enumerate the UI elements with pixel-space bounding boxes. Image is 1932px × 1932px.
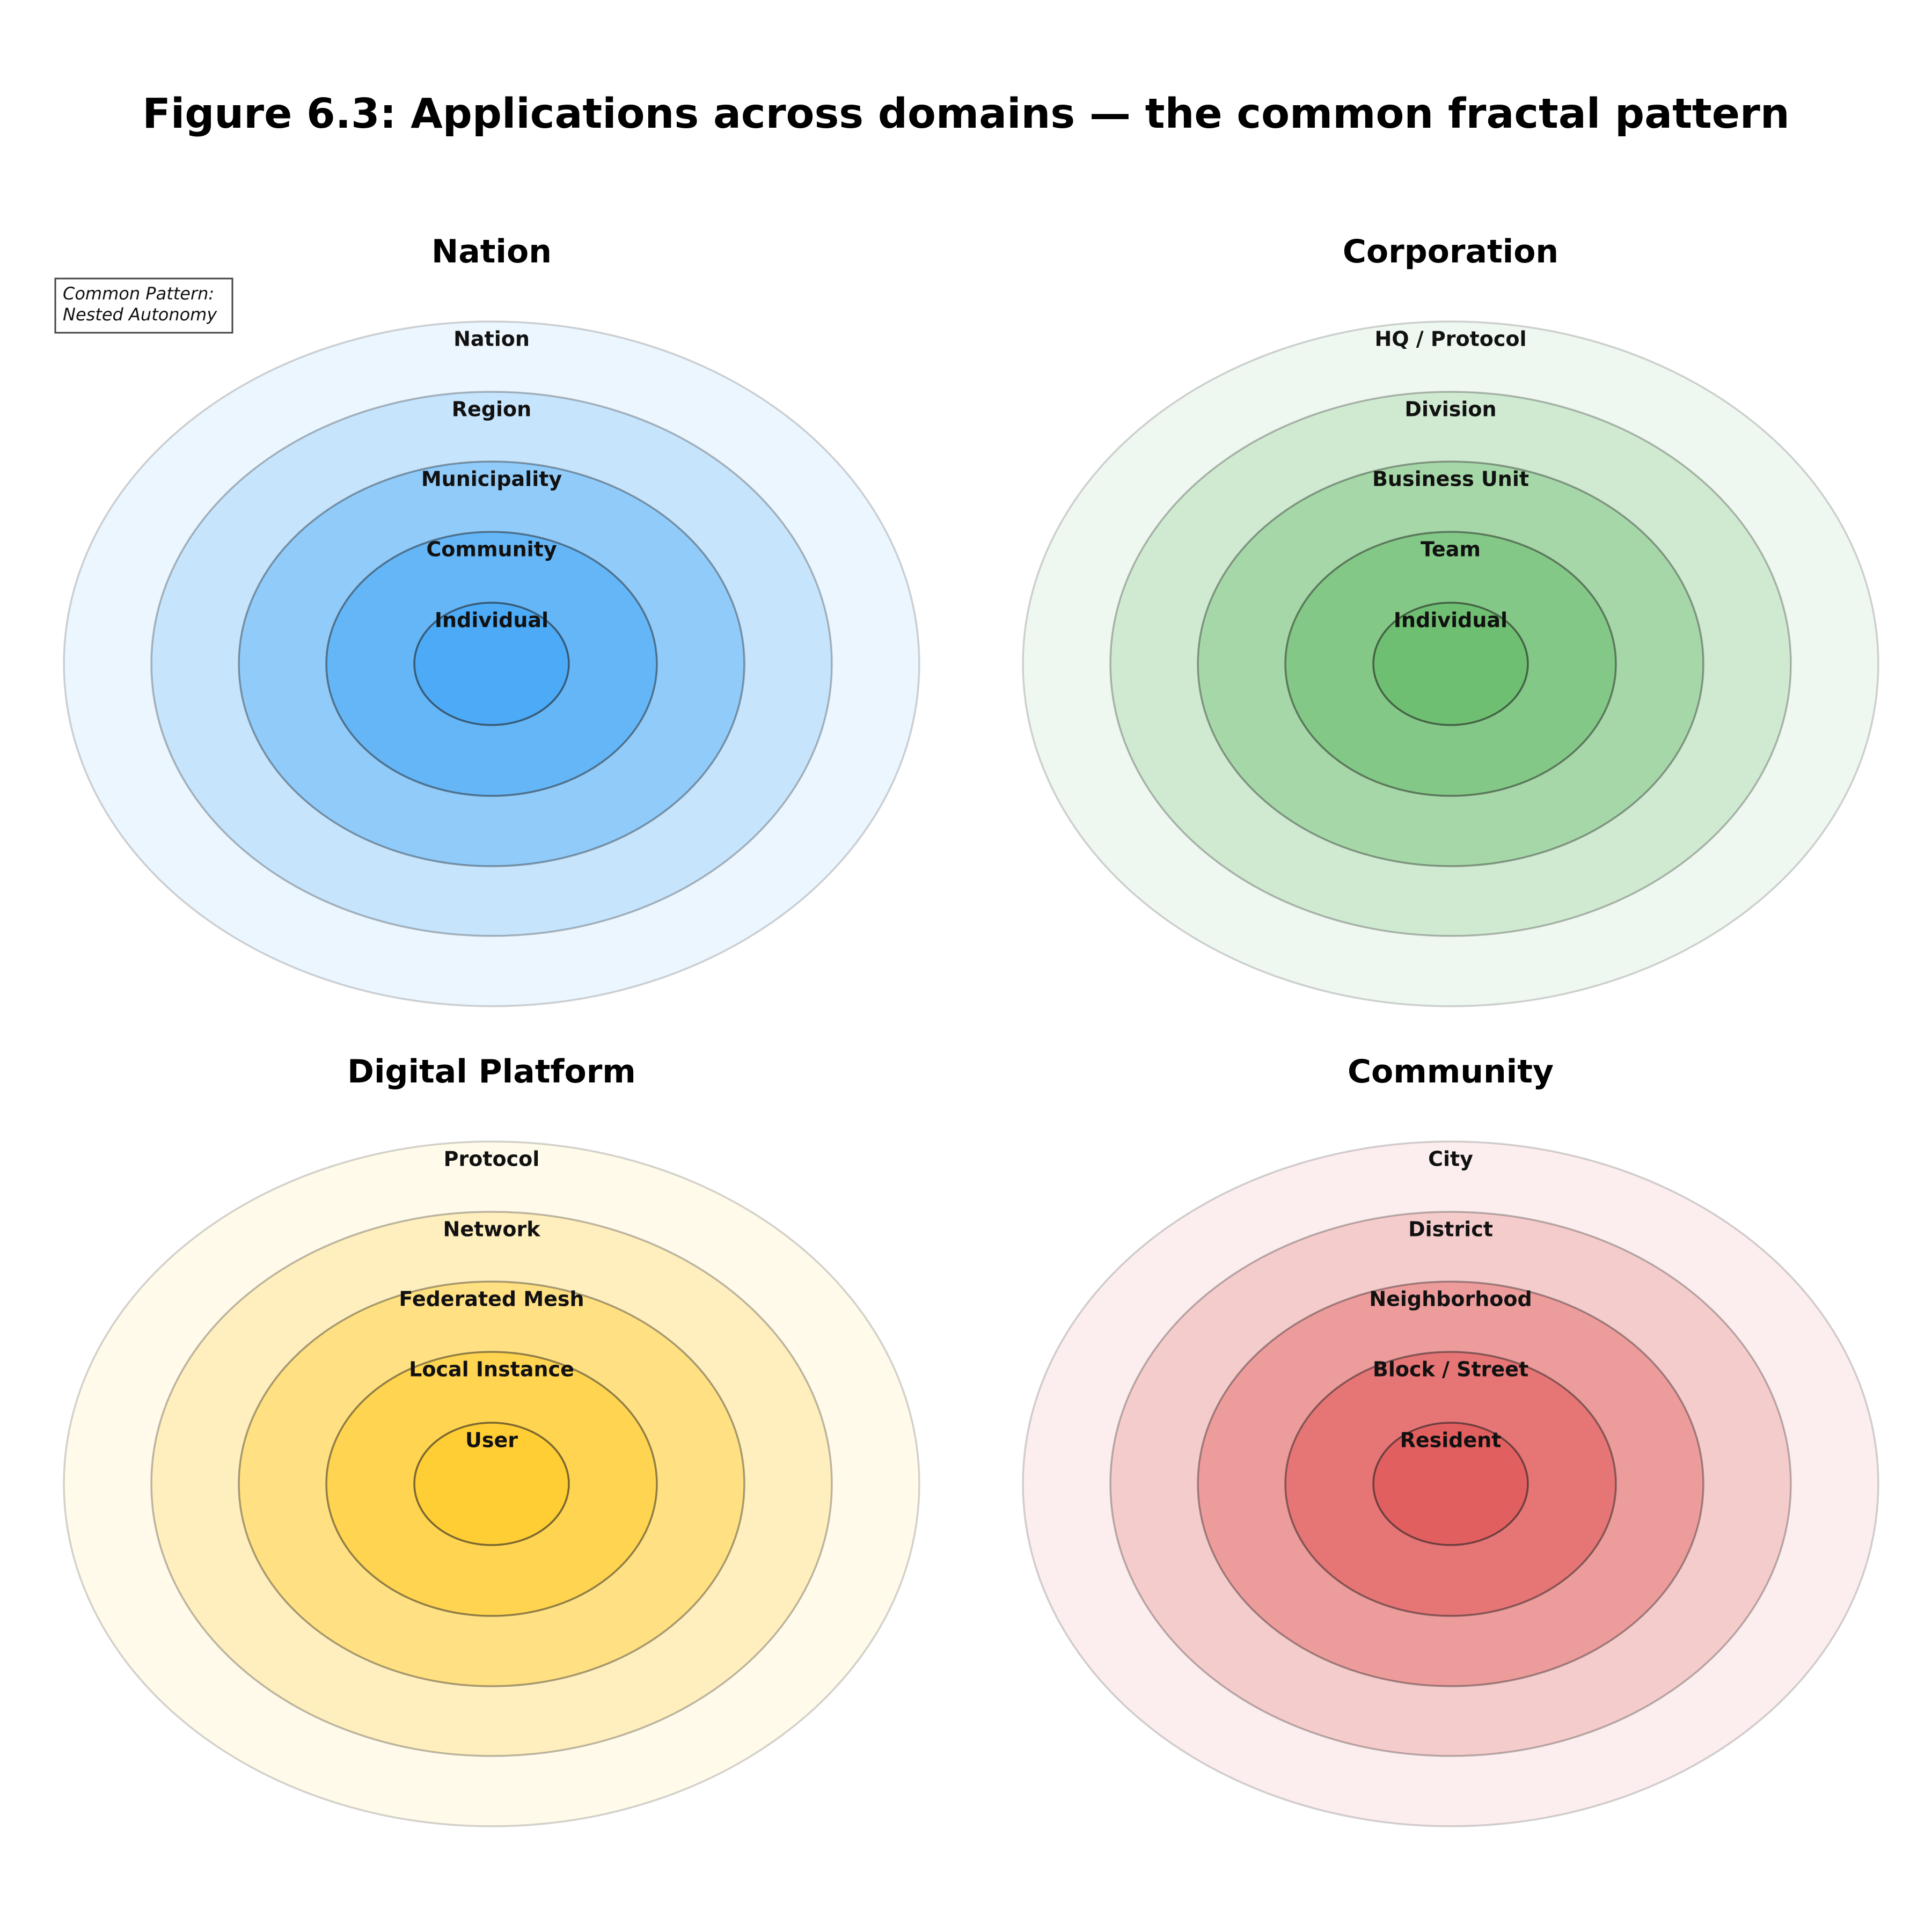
- ring-nation-individual: [413, 602, 570, 726]
- figure-title: Figure 6.3: Applications across domains …: [142, 90, 1789, 138]
- ring-label-digital-platform-user: User: [465, 1429, 518, 1452]
- panel-title-nation: Nation: [431, 233, 552, 270]
- ring-label-community-resident: Resident: [1400, 1429, 1502, 1452]
- ring-label-community-district: District: [1408, 1218, 1493, 1241]
- panel-title-community: Community: [1348, 1053, 1554, 1091]
- ring-label-nation-individual: Individual: [435, 609, 548, 632]
- ring-label-nation-community: Community: [426, 538, 557, 561]
- ring-label-community-block-street: Block / Street: [1373, 1358, 1528, 1381]
- ring-label-digital-platform-protocol: Protocol: [444, 1147, 540, 1171]
- panel-digital-platform: Digital PlatformProtocolNetworkFederated…: [63, 1053, 920, 1827]
- pattern-note-box: [54, 277, 233, 334]
- ring-label-nation-region: Region: [452, 398, 531, 421]
- ring-label-corporation-individual: Individual: [1394, 609, 1507, 632]
- pattern-note-line-2: Nested Autonomy: [63, 304, 217, 325]
- ring-label-digital-platform-network: Network: [443, 1218, 541, 1241]
- ring-label-corporation-team: Team: [1421, 538, 1481, 561]
- ring-label-corporation-division: Division: [1404, 398, 1496, 421]
- panel-corporation: Corporation HQ / ProtocolDivisionBusiness…: [1022, 233, 1879, 1007]
- panel-title-corporation: Corporation: [1343, 233, 1558, 270]
- ring-label-nation-nation: Nation: [453, 327, 530, 351]
- panel-title-digital-platform: Digital Platform: [347, 1053, 636, 1091]
- pattern-note-line-1: Common Pattern:: [63, 283, 214, 304]
- panel-nation: NationNationRegionMunicipalityCommunityI…: [63, 233, 920, 1007]
- ring-digital-platform-user: [413, 1422, 570, 1546]
- ring-label-corporation-business-unit: Business Unit: [1372, 467, 1529, 491]
- ring-label-digital-platform-local-instance: Local Instance: [409, 1358, 574, 1381]
- ring-community-resident: [1372, 1422, 1529, 1546]
- ring-label-digital-platform-federated-mesh: Federated Mesh: [399, 1287, 584, 1311]
- ring-label-nation-municipality: Municipality: [421, 467, 562, 491]
- ring-label-corporation-hq-protocol: HQ / Protocol: [1374, 327, 1526, 351]
- ring-label-community-city: City: [1428, 1147, 1473, 1171]
- pattern-note: Common Pattern: Nested Autonomy: [54, 277, 233, 334]
- panels: NationNationRegionMunicipalityCommunityI…: [63, 233, 1879, 1827]
- ring-label-community-neighborhood: Neighborhood: [1369, 1287, 1532, 1311]
- ring-corporation-individual: [1372, 602, 1529, 726]
